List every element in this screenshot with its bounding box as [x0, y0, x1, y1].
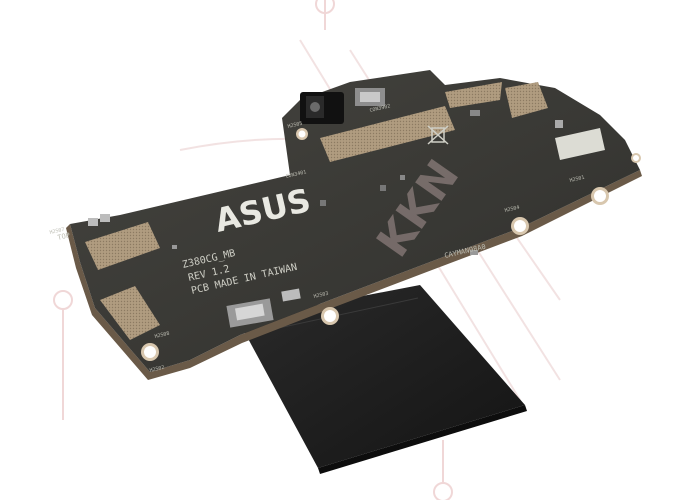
hole-label: H2S08 [154, 331, 170, 340]
connector-label: CON3902 [369, 103, 391, 114]
hole-label: H2S03 [313, 291, 329, 300]
hole-label: H2S05 [287, 121, 303, 130]
hole-label: H2S07 [49, 227, 65, 236]
hole-label: H2S01 [569, 175, 585, 184]
components [88, 88, 563, 328]
connector-label: CON3401 [285, 169, 307, 180]
hole-label: H2S04 [504, 205, 520, 214]
pcb-board [66, 70, 642, 380]
gold-pads [85, 82, 605, 340]
mounting-holes [141, 128, 641, 361]
hole-label: H2S02 [149, 365, 165, 374]
ribbon-cable [238, 285, 525, 468]
top-label: TOP [57, 231, 71, 242]
